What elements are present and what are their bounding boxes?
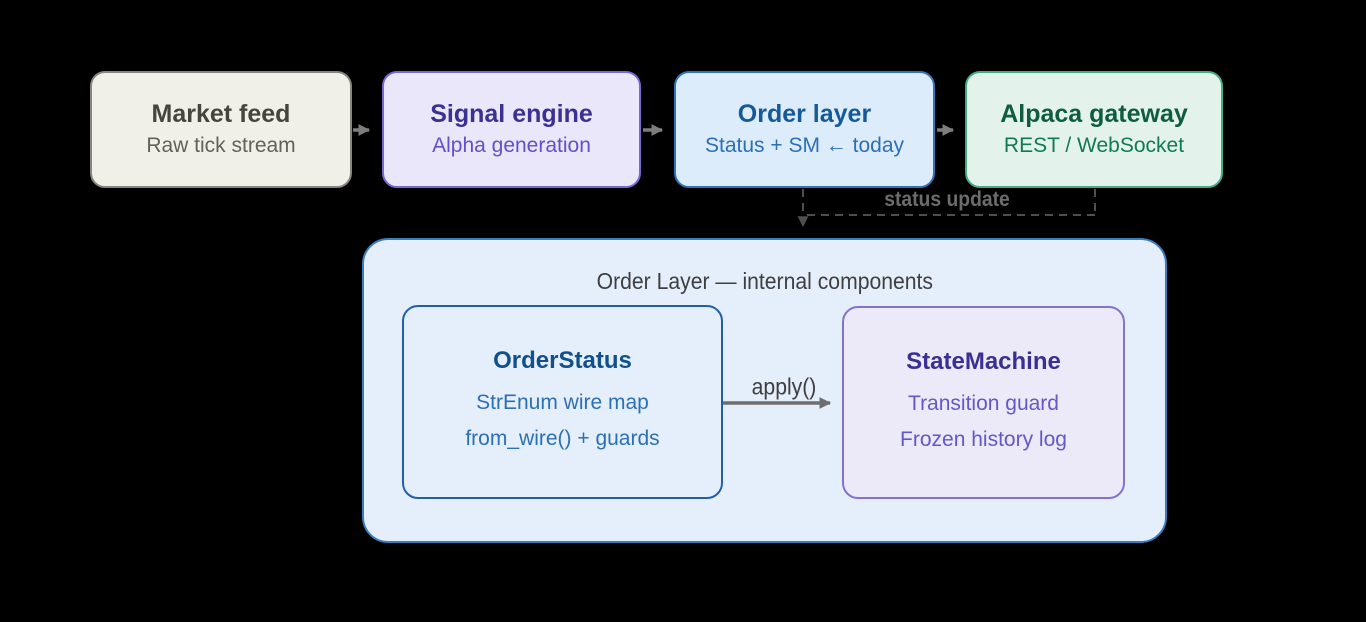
node-order-status-line-2: from_wire() + guards	[465, 427, 660, 450]
node-state-machine-line-1: Transition guard	[908, 391, 1059, 415]
apply-edge-label: apply()	[749, 374, 819, 401]
node-state-machine-line-2: Frozen history log	[900, 427, 1067, 451]
status-update-label-text: status update	[884, 188, 1010, 211]
node-market-feed: Market feed Raw tick stream	[90, 71, 352, 188]
node-signal-engine-subtitle: Alpha generation	[432, 133, 591, 157]
detail-panel-title-text: Order Layer — internal components	[596, 268, 933, 294]
apply-edge-label-text: apply()	[751, 373, 817, 400]
detail-panel-title: Order Layer — internal components	[364, 268, 1165, 295]
node-alpaca-gateway-subtitle: REST / WebSocket	[1003, 133, 1185, 157]
node-order-layer-title: Order layer	[737, 100, 872, 129]
node-order-status-line-1: StrEnum wire map	[476, 391, 649, 415]
node-signal-engine: Signal engine Alpha generation	[382, 71, 641, 188]
node-market-feed-subtitle: Raw tick stream	[146, 133, 296, 157]
status-update-label: status update	[879, 188, 1016, 212]
node-order-status: OrderStatus StrEnum wire map from_wire()…	[402, 305, 723, 499]
node-state-machine: StateMachine Transition guard Frozen his…	[842, 306, 1125, 499]
node-market-feed-title: Market feed	[151, 100, 291, 129]
node-state-machine-title: StateMachine	[906, 347, 1061, 375]
node-order-status-title: OrderStatus	[493, 347, 632, 375]
node-alpaca-gateway: Alpaca gateway REST / WebSocket	[965, 71, 1223, 188]
node-order-layer-subtitle: Status + SM ← today	[704, 133, 904, 157]
node-order-layer: Order layer Status + SM ← today	[674, 71, 935, 188]
node-signal-engine-title: Signal engine	[430, 100, 593, 129]
node-alpaca-gateway-title: Alpaca gateway	[1000, 100, 1188, 129]
